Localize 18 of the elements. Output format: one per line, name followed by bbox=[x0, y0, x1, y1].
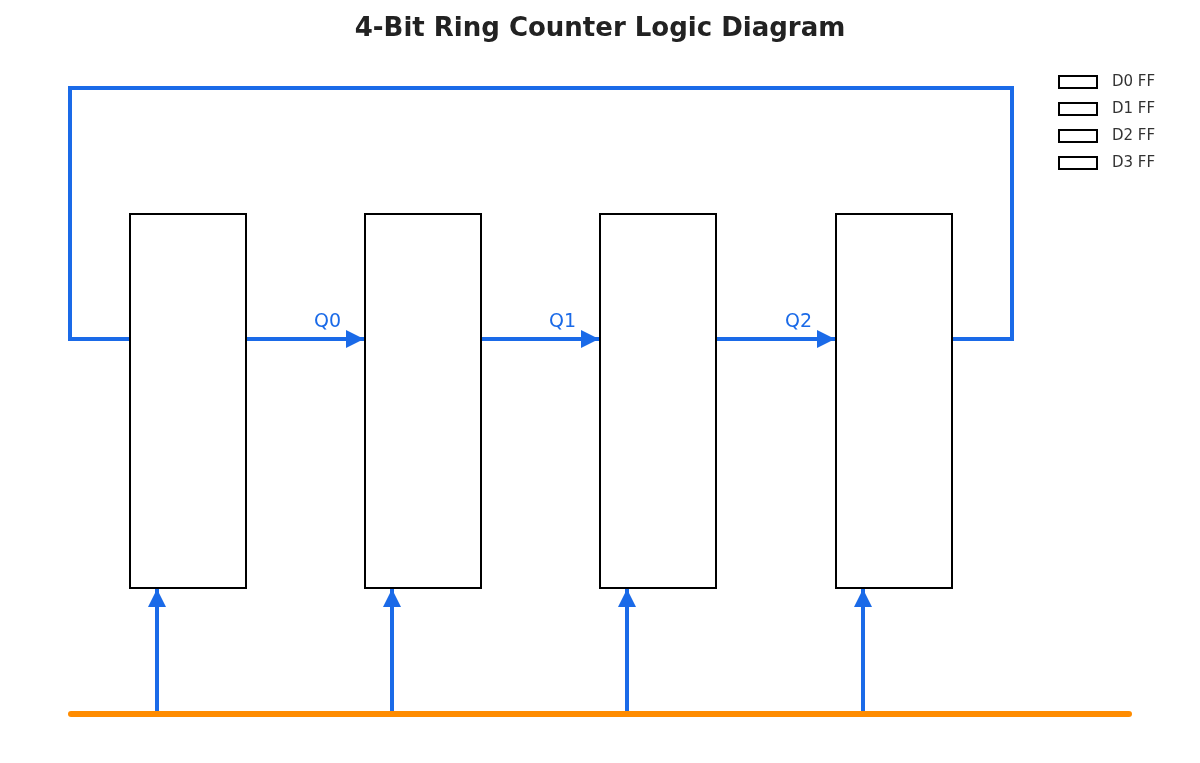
arrow bbox=[717, 330, 835, 348]
clock-line bbox=[68, 711, 1132, 717]
feedback-line bbox=[68, 86, 1014, 341]
clock-arrow bbox=[148, 589, 166, 711]
clock-arrow bbox=[383, 589, 401, 711]
legend-text: D2 FF bbox=[1112, 126, 1156, 144]
arrow bbox=[482, 330, 599, 348]
clock-arrow bbox=[854, 589, 872, 711]
flip-flop-box bbox=[129, 213, 247, 589]
legend-text: D0 FF bbox=[1112, 72, 1156, 90]
legend-text: D1 FF bbox=[1112, 99, 1156, 117]
legend-text: D3 FF bbox=[1112, 153, 1156, 171]
arrow bbox=[247, 330, 364, 348]
diagram-title: 4-Bit Ring Counter Logic Diagram bbox=[353, 12, 847, 42]
flip-flop-box bbox=[364, 213, 482, 589]
flip-flop-box bbox=[599, 213, 717, 589]
flip-flop-box bbox=[835, 213, 953, 589]
clock-arrow bbox=[618, 589, 636, 711]
